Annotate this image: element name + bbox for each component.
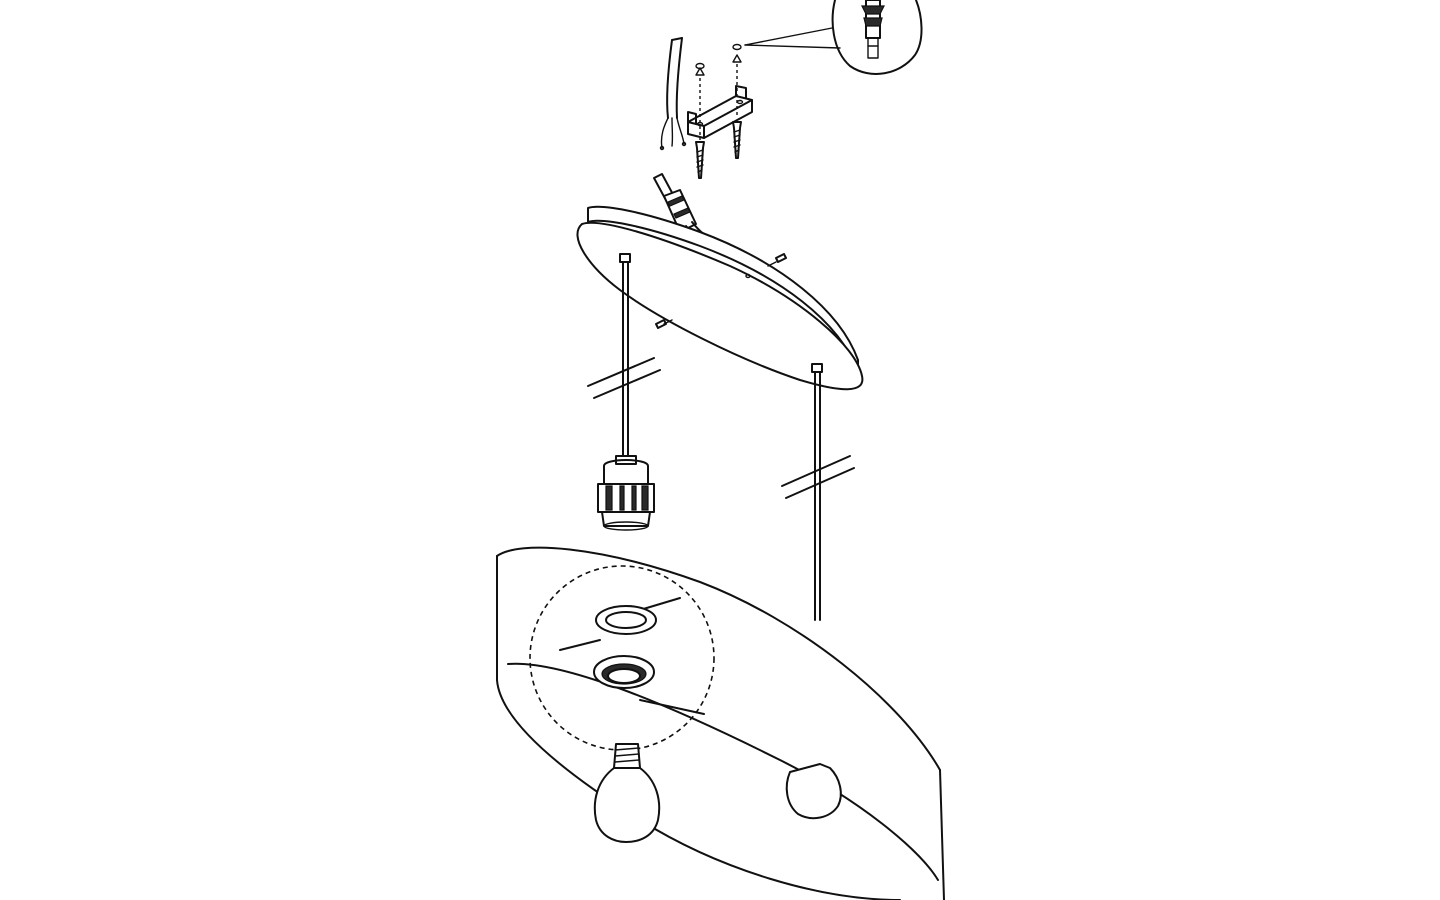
lamp-holder (597, 455, 655, 531)
mounting-bracket (687, 85, 753, 139)
light-bulbs (593, 743, 842, 843)
ceiling-canopy (576, 205, 864, 391)
mains-cable (659, 37, 687, 151)
canopy-set-screws (655, 253, 787, 329)
wall-plugs (695, 43, 742, 76)
bracket-screws (695, 121, 742, 179)
strain-relief (653, 173, 715, 247)
detail-magnifier (744, 0, 923, 75)
alignment-lines (699, 64, 738, 140)
suspension-cables (587, 261, 855, 621)
shade-fixing-rings (529, 565, 715, 751)
lamp-shade (496, 546, 945, 900)
